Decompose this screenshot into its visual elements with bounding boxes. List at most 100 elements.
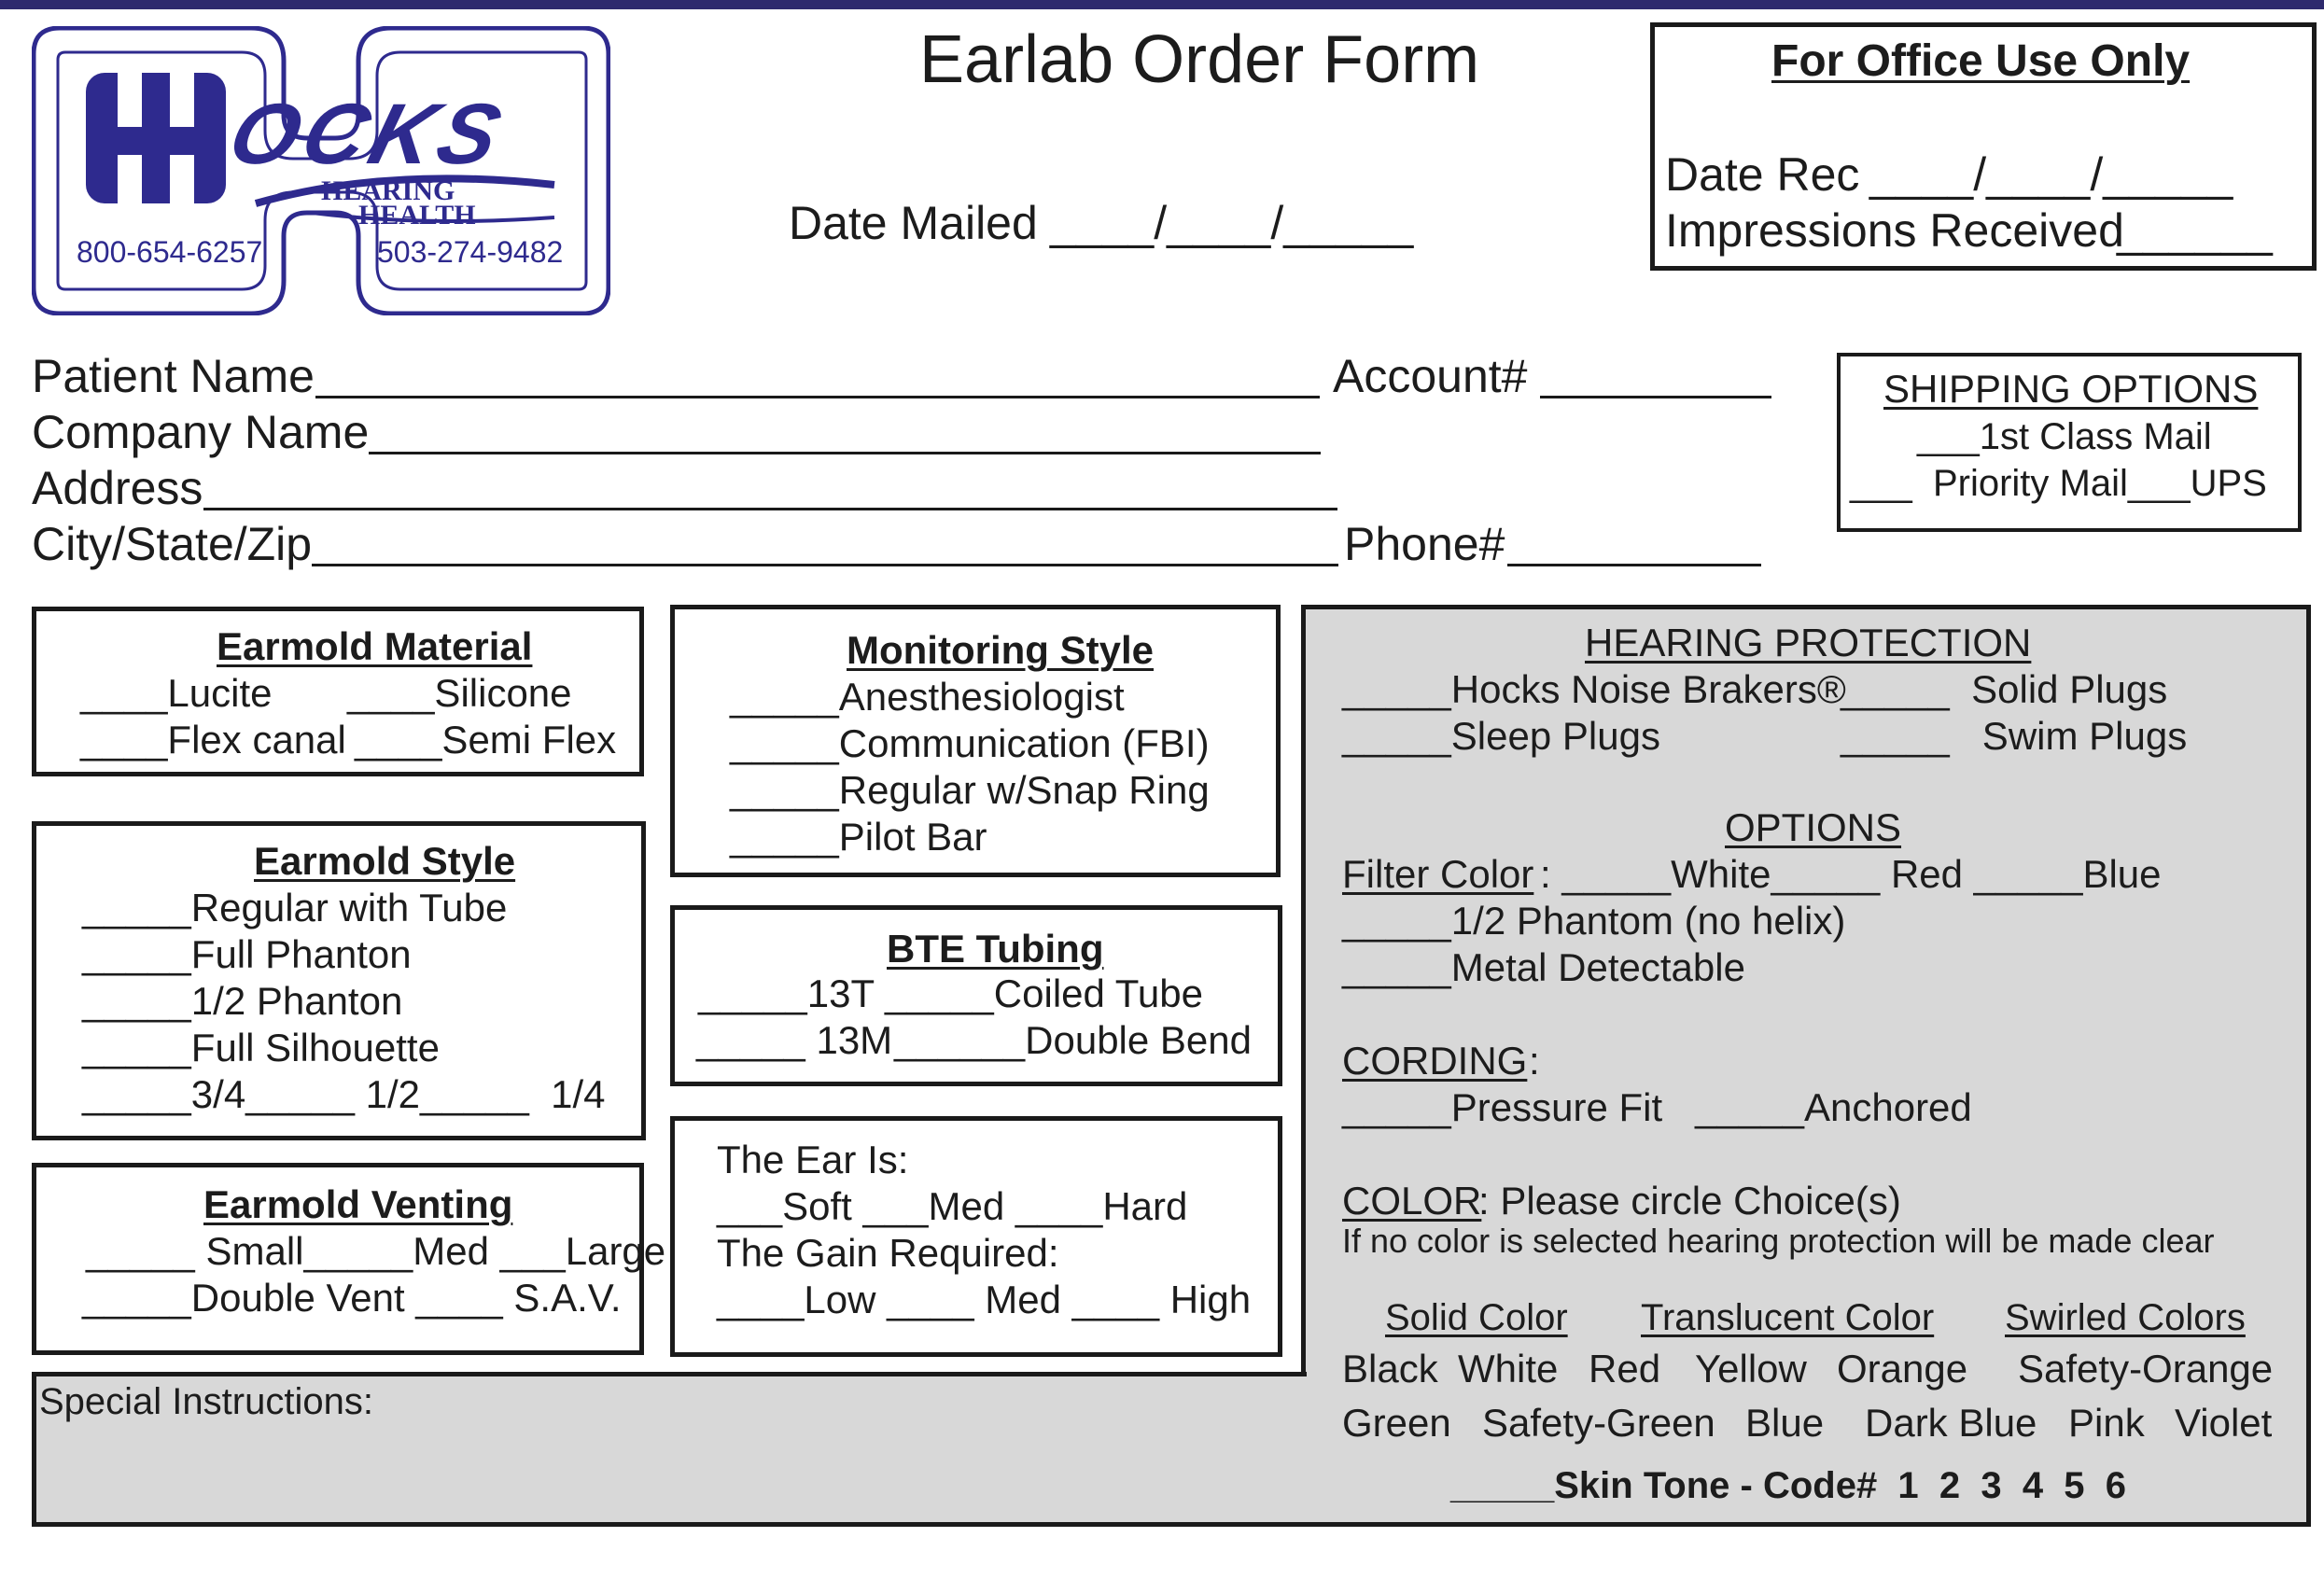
- office-use-box: [1650, 22, 2317, 271]
- gain-required-label: The Gain Required:: [717, 1231, 1059, 1275]
- bte-tubing-box: [670, 905, 1282, 1086]
- earmold-venting-box: [32, 1163, 644, 1355]
- monitoring-style-box: [670, 605, 1281, 877]
- logo-graphic: [31, 25, 611, 316]
- logo-phone-left: 800-654-6257: [77, 235, 263, 269]
- material-lucite[interactable]: ____Lucite: [80, 671, 273, 715]
- style-half-phanton[interactable]: _____1/2 Phanton: [82, 979, 403, 1023]
- patient-name-label: Patient Name: [32, 350, 315, 402]
- hp-hocks-noise-brakers[interactable]: _____Hocks Noise Brakers®: [1342, 667, 1846, 711]
- swirled-colors-heading: Swirled Colors: [2005, 1297, 2246, 1338]
- color-label: COLOR: [1342, 1179, 1482, 1223]
- skin-tone-code[interactable]: _____Skin Tone - Code# 1 2 3 4 5 6: [1450, 1465, 2127, 1506]
- color-black[interactable]: Black: [1342, 1347, 1438, 1390]
- color-instruction: : Please circle Choice(s): [1478, 1179, 1901, 1223]
- impressions-received-field[interactable]: ______: [2117, 204, 2273, 257]
- bte-tubing-title: BTE Tubing: [887, 927, 1104, 971]
- tubing-coiled-tube[interactable]: _____Coiled Tube: [885, 971, 1203, 1015]
- venting-size-options[interactable]: _____ Small_____Med ___Large: [86, 1229, 666, 1273]
- style-full-phanton[interactable]: _____Full Phanton: [82, 932, 412, 976]
- options-title: OPTIONS: [1725, 805, 1902, 849]
- monitoring-anesthesiologist[interactable]: _____Anesthesiologist: [730, 675, 1125, 719]
- tubing-13m[interactable]: _____ 13M: [696, 1018, 893, 1062]
- special-instructions-label: Special Instructions:: [39, 1381, 373, 1422]
- venting-vent-options[interactable]: _____Double Vent ____ S.A.V.: [82, 1276, 622, 1320]
- company-name-field[interactable]: [369, 452, 1321, 454]
- color-safety-green[interactable]: Safety-Green: [1482, 1401, 1715, 1445]
- cording-label: CORDING: [1342, 1039, 1528, 1083]
- earmold-style-title: Earmold Style: [254, 839, 516, 883]
- patient-name-field[interactable]: [315, 396, 1320, 398]
- hp-solid-plugs[interactable]: _____ Solid Plugs: [1841, 667, 2168, 711]
- cording-colon: :: [1529, 1039, 1540, 1083]
- logo-health-text: HEALTH: [358, 200, 476, 231]
- option-metal-detectable[interactable]: _____Metal Detectable: [1342, 945, 1745, 989]
- ear-is-label: The Ear Is:: [717, 1138, 909, 1181]
- monitoring-communication-fbi[interactable]: _____Communication (FBI): [730, 721, 1210, 765]
- hp-sleep-plugs[interactable]: _____Sleep Plugs: [1342, 714, 1660, 758]
- material-flex-canal[interactable]: ____Flex canal: [80, 718, 346, 762]
- color-blue[interactable]: Blue: [1745, 1401, 1825, 1445]
- ear-gain-box: [670, 1116, 1282, 1357]
- monitoring-pilot-bar[interactable]: _____Pilot Bar: [730, 815, 987, 859]
- hearing-protection-title: HEARING PROTECTION: [1585, 621, 2032, 664]
- material-semi-flex[interactable]: ____Semi Flex: [355, 718, 617, 762]
- company-name-label: Company Name: [32, 406, 370, 458]
- color-violet[interactable]: Violet: [2175, 1401, 2273, 1445]
- date-mailed-field[interactable]: ____/____/_____: [1050, 197, 1414, 249]
- date-rec-label: Date Rec: [1665, 148, 1860, 201]
- address-label: Address: [32, 462, 203, 514]
- phone-field[interactable]: [1507, 564, 1761, 566]
- city-state-zip-field[interactable]: [312, 564, 1338, 566]
- hp-swim-plugs[interactable]: _____ Swim Plugs: [1841, 714, 2188, 758]
- color-note: If no color is selected hearing protecti…: [1342, 1222, 2215, 1260]
- account-field[interactable]: [1540, 396, 1771, 398]
- shipping-priority-ups[interactable]: ___ Priority Mail___UPS: [1850, 463, 2267, 504]
- gain-level-options[interactable]: ____Low ____ Med ____ High: [717, 1278, 1252, 1321]
- style-size-fractions[interactable]: _____3/4_____ 1/2_____ 1/4: [82, 1072, 606, 1116]
- phone-label: Phone#: [1344, 518, 1505, 570]
- earmold-style-box: [32, 821, 646, 1140]
- hocks-hearing-health-logo: OCKS HEARING HEALTH 800-654-6257 503-274…: [31, 25, 611, 316]
- hearing-protection-box: [1301, 605, 2311, 1527]
- filter-color-options[interactable]: : _____White_____ Red _____Blue: [1540, 852, 2162, 896]
- cording-options[interactable]: _____Pressure Fit _____Anchored: [1342, 1085, 1972, 1129]
- monitoring-regular-snap-ring[interactable]: _____Regular w/Snap Ring: [730, 768, 1210, 812]
- color-orange[interactable]: Orange: [1837, 1347, 1968, 1390]
- translucent-color-heading: Translucent Color: [1641, 1297, 1935, 1338]
- earmold-material-box: [32, 607, 644, 776]
- office-use-title: For Office Use Only: [1771, 36, 2191, 86]
- material-silicone[interactable]: ____Silicone: [347, 671, 572, 715]
- style-full-silhouette[interactable]: _____Full Silhouette: [82, 1026, 440, 1069]
- impressions-received-label: Impressions Received: [1665, 204, 2124, 257]
- filter-color-label: Filter Color: [1342, 852, 1534, 896]
- option-half-phantom[interactable]: _____1/2 Phantom (no helix): [1342, 899, 1846, 943]
- solid-color-heading: Solid Color: [1385, 1297, 1568, 1338]
- color-green[interactable]: Green: [1342, 1401, 1451, 1445]
- city-state-zip-label: City/State/Zip: [32, 518, 313, 570]
- page-title: Earlab Order Form: [919, 22, 1480, 97]
- shipping-first-class[interactable]: ___1st Class Mail: [1917, 416, 2212, 457]
- tubing-13t[interactable]: _____13T: [698, 971, 875, 1015]
- shipping-options-title: SHIPPING OPTIONS: [1883, 367, 2259, 411]
- earmold-venting-title: Earmold Venting: [203, 1182, 513, 1226]
- color-safety-orange[interactable]: Safety-Orange: [2018, 1347, 2274, 1390]
- color-white[interactable]: White: [1458, 1347, 1559, 1390]
- logo-hearing-text: HEARING: [321, 175, 455, 206]
- color-red[interactable]: Red: [1589, 1347, 1661, 1390]
- color-yellow[interactable]: Yellow: [1695, 1347, 1807, 1390]
- tubing-double-bend[interactable]: ______Double Bend: [894, 1018, 1253, 1062]
- logo-phone-right: 503-274-9482: [377, 235, 564, 269]
- style-regular-with-tube[interactable]: _____Regular with Tube: [82, 886, 508, 929]
- earmold-material-title: Earmold Material: [217, 624, 533, 668]
- color-pink[interactable]: Pink: [2068, 1401, 2145, 1445]
- date-rec-field[interactable]: ____/____/_____: [1869, 148, 2233, 201]
- shipping-options-box: [1837, 353, 2302, 532]
- top-border-bar: [0, 0, 2324, 9]
- special-instructions-join: [1288, 1376, 1316, 1522]
- color-dark-blue[interactable]: Dark Blue: [1865, 1401, 2037, 1445]
- date-mailed-label: Date Mailed: [789, 197, 1038, 249]
- ear-hardness-options[interactable]: ___Soft ___Med ____Hard: [717, 1184, 1188, 1228]
- special-instructions-box[interactable]: [32, 1372, 1307, 1527]
- address-field[interactable]: [203, 508, 1337, 510]
